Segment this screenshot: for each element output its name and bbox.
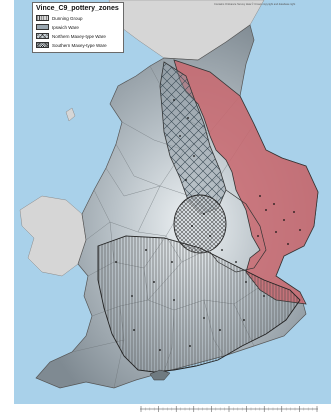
map-canvas[interactable] xyxy=(14,0,331,404)
legend-title: Vince_C9_pottery_zones xyxy=(36,5,119,12)
land-isle-of-man xyxy=(65,107,76,122)
scale-ticks xyxy=(140,406,318,412)
legend-swatch-dense-cross-hatch xyxy=(36,42,49,48)
legend-label: Northern Maxey-type Ware xyxy=(52,33,106,39)
zone-southern-maxey-hatch xyxy=(174,195,226,253)
legend-label: Ipswich Ware xyxy=(52,24,79,30)
legend-swatch-cross-hatch xyxy=(36,33,49,39)
legend-item-southern-maxey: Southern Maxey-type Ware xyxy=(36,41,120,49)
map-legend: Vince_C9_pottery_zones Dunning Group Ips… xyxy=(32,2,124,53)
scale-bar xyxy=(140,406,318,412)
legend-swatch-solid xyxy=(36,24,49,30)
find-spot-points xyxy=(115,99,301,351)
zone-dunning-group[interactable] xyxy=(97,235,301,373)
map-attribution: Contains Ordnance Survey data © Crown co… xyxy=(214,3,296,6)
legend-item-dunning-group: Dunning Group xyxy=(36,14,120,22)
zone-northern-maxey-hatch xyxy=(160,62,226,214)
land-wales xyxy=(19,195,87,277)
legend-item-northern-maxey: Northern Maxey-type Ware xyxy=(36,32,120,40)
legend-swatch-vertical-lines xyxy=(36,15,49,21)
land-isle-of-wight xyxy=(149,369,171,381)
map-frame: Contains Ordnance Survey data © Crown co… xyxy=(14,0,331,404)
legend-label: Southern Maxey-type Ware xyxy=(52,42,107,48)
legend-label: Dunning Group xyxy=(52,15,83,21)
legend-item-ipswich-ware: Ipswich Ware xyxy=(36,23,120,31)
